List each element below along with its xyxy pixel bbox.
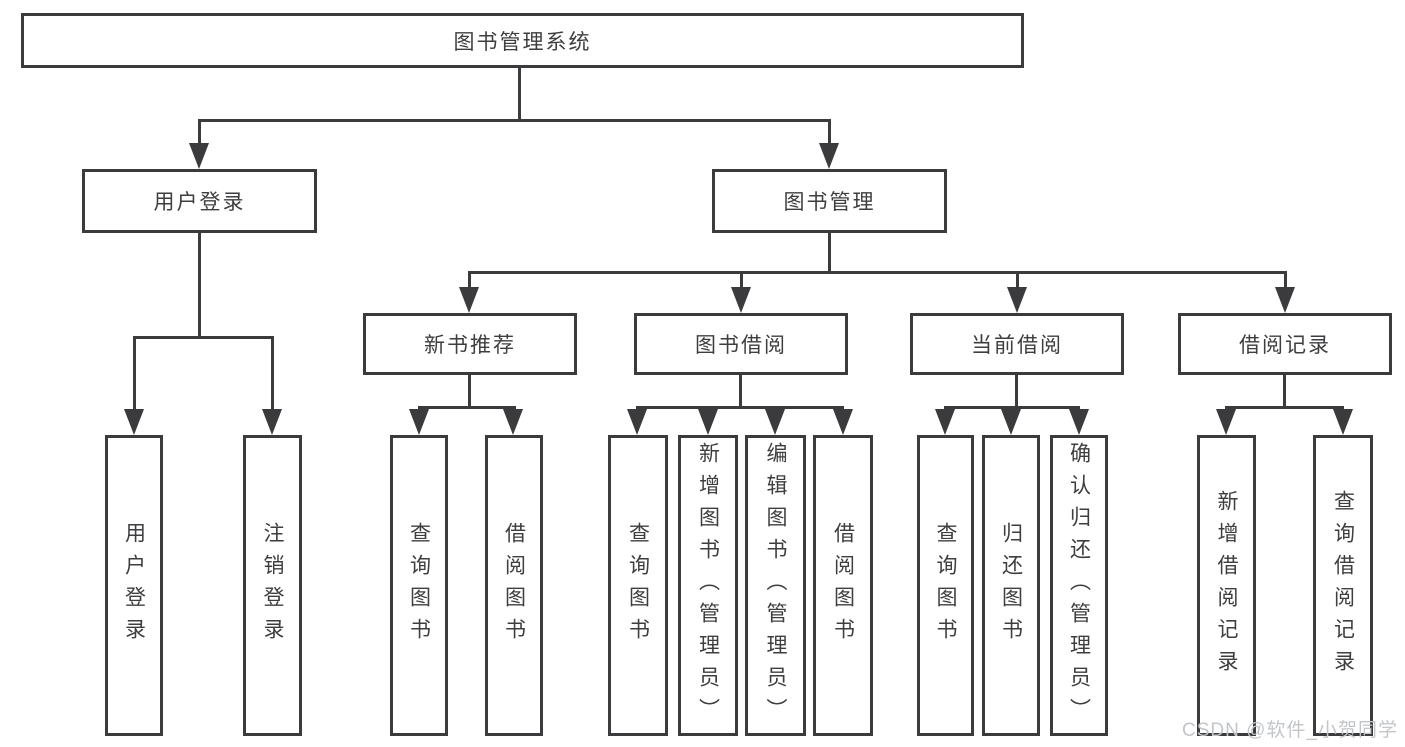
connector-br-rail bbox=[1225, 406, 1344, 409]
arrowhead-current-borrowing bbox=[1007, 287, 1027, 313]
node-cb-confirm-return-admin-label: 确认归还（管理员） bbox=[1067, 441, 1091, 730]
node-br-query-record-label: 查询借阅记录 bbox=[1331, 489, 1355, 682]
node-br-add-record-label: 新增借阅记录 bbox=[1215, 489, 1238, 682]
arrowhead-book-borrowing bbox=[731, 287, 751, 313]
node-bb-edit-books-admin: 编辑图书（管理员） bbox=[745, 435, 806, 736]
node-borrowing-records-label: 借阅记录 bbox=[1239, 334, 1331, 357]
node-bb-edit-books-admin-label: 编辑图书（管理员） bbox=[764, 441, 787, 730]
arrowhead-cb-confirm-return bbox=[1069, 409, 1089, 435]
connector-user-login-stem bbox=[198, 233, 201, 336]
arrowhead-nb-borrow-books bbox=[503, 409, 523, 435]
connector-book-mgmt-stem bbox=[828, 233, 831, 271]
node-current-borrowing-label: 当前借阅 bbox=[971, 334, 1063, 357]
connector-bb-stem bbox=[739, 375, 742, 408]
arrowhead-nb-query-books bbox=[409, 409, 429, 435]
node-br-query-record: 查询借阅记录 bbox=[1313, 435, 1373, 736]
node-logout-label: 注销登录 bbox=[261, 521, 284, 650]
arrowhead-cb-return-books bbox=[1001, 409, 1021, 435]
node-cb-return-books: 归还图书 bbox=[982, 435, 1040, 736]
arrowhead-bb-query-books bbox=[627, 409, 647, 435]
connector-root-rail bbox=[198, 119, 831, 122]
connector-drop-logout bbox=[271, 336, 274, 409]
connector-drop-new-book-recommend bbox=[468, 271, 471, 287]
arrowhead-logout bbox=[262, 409, 282, 435]
node-bb-query-books-label: 查询图书 bbox=[626, 521, 650, 650]
connector-nb-stem bbox=[468, 375, 471, 408]
connector-drop-book-borrowing bbox=[740, 271, 743, 287]
arrowhead-book-management bbox=[819, 143, 839, 169]
connector-user-login-rail bbox=[133, 336, 274, 339]
arrowhead-br-query-record bbox=[1333, 409, 1353, 435]
connector-drop-book-management bbox=[828, 119, 831, 145]
node-logout: 注销登录 bbox=[243, 435, 302, 736]
node-library-system-label: 图书管理系统 bbox=[453, 30, 592, 54]
connector-nb-rail bbox=[418, 406, 516, 409]
node-bb-borrow-books: 借阅图书 bbox=[813, 435, 873, 736]
node-bb-add-books-admin: 新增图书（管理员） bbox=[678, 435, 738, 736]
node-current-borrowing: 当前借阅 bbox=[910, 313, 1124, 375]
connector-cb-stem bbox=[1015, 375, 1018, 408]
node-bb-add-books-admin-label: 新增图书（管理员） bbox=[696, 441, 720, 730]
arrowhead-bb-add-books bbox=[698, 409, 718, 435]
node-cb-query-books-label: 查询图书 bbox=[934, 521, 957, 650]
arrowhead-user-login bbox=[124, 409, 144, 435]
node-nb-query-books-label: 查询图书 bbox=[407, 521, 431, 650]
connector-drop-current-borrowing bbox=[1016, 271, 1019, 287]
node-cb-return-books-label: 归还图书 bbox=[999, 521, 1023, 650]
node-nb-borrow-books: 借阅图书 bbox=[485, 435, 543, 736]
node-borrowing-records: 借阅记录 bbox=[1178, 313, 1392, 375]
node-user-login: 用户登录 bbox=[105, 435, 163, 736]
arrowhead-bb-borrow-books bbox=[833, 409, 853, 435]
connector-drop-user-login-group bbox=[198, 119, 201, 145]
connector-book-mgmt-rail bbox=[468, 271, 1286, 274]
node-book-borrowing: 图书借阅 bbox=[634, 313, 848, 375]
arrowhead-br-add-record bbox=[1216, 409, 1236, 435]
node-user-login-group: 用户登录 bbox=[82, 169, 317, 233]
node-book-borrowing-label: 图书借阅 bbox=[695, 334, 787, 357]
watermark: CSDN @软件_小贺同学 bbox=[1182, 720, 1398, 741]
node-new-book-recommend-label: 新书推荐 bbox=[424, 334, 516, 357]
connector-drop-borrowing-records bbox=[1284, 271, 1287, 287]
arrowhead-new-book-recommend bbox=[459, 287, 479, 313]
connector-cb-rail bbox=[944, 406, 1080, 409]
node-user-login-label: 用户登录 bbox=[122, 521, 146, 650]
connector-root-stem bbox=[518, 68, 521, 119]
node-library-system: 图书管理系统 bbox=[21, 13, 1024, 68]
node-cb-query-books: 查询图书 bbox=[917, 435, 974, 736]
node-user-login-group-label: 用户登录 bbox=[153, 191, 246, 214]
arrowhead-bb-edit-books bbox=[765, 409, 785, 435]
node-bb-query-books: 查询图书 bbox=[608, 435, 668, 736]
connector-bb-rail bbox=[636, 406, 844, 409]
node-book-management: 图书管理 bbox=[712, 169, 947, 233]
connector-drop-user-login bbox=[133, 336, 136, 409]
node-bb-borrow-books-label: 借阅图书 bbox=[831, 521, 855, 650]
arrowhead-user-login-group bbox=[189, 143, 209, 169]
node-nb-borrow-books-label: 借阅图书 bbox=[502, 521, 526, 650]
node-cb-confirm-return-admin: 确认归还（管理员） bbox=[1050, 435, 1108, 736]
node-nb-query-books: 查询图书 bbox=[390, 435, 448, 736]
node-new-book-recommend: 新书推荐 bbox=[363, 313, 577, 375]
node-br-add-record: 新增借阅记录 bbox=[1197, 435, 1256, 736]
connector-br-stem bbox=[1283, 375, 1286, 408]
arrowhead-borrowing-records bbox=[1275, 287, 1295, 313]
node-book-management-label: 图书管理 bbox=[783, 191, 876, 214]
arrowhead-cb-query-books bbox=[935, 409, 955, 435]
